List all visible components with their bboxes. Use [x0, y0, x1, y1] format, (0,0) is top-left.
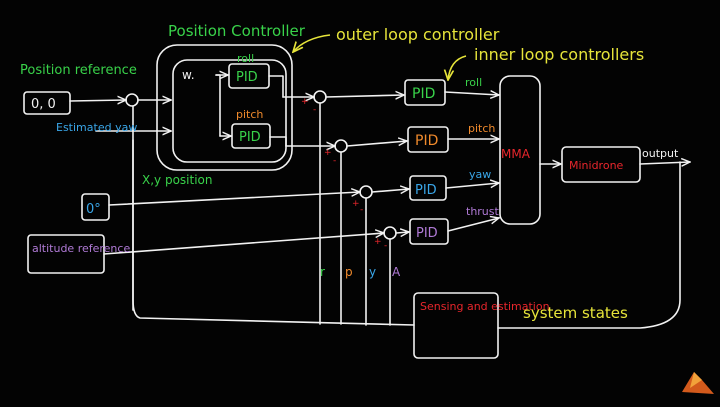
pitch-inner-pid-text: PID	[415, 133, 438, 149]
position-controller-box	[156, 44, 293, 171]
mma-label: MMA	[501, 147, 531, 161]
thrust-signal-label: thrust	[466, 205, 500, 218]
position-reference-label: Position reference	[20, 63, 137, 78]
pitch-sum-junction	[334, 139, 348, 153]
svg-text:-: -	[384, 241, 387, 251]
estimated-yaw-label: Estimated yaw	[56, 121, 137, 134]
xy-position-label: X,y position	[142, 173, 212, 187]
logo-icon	[682, 372, 714, 394]
feedback-letter-a: A	[392, 265, 401, 279]
roll-position-pid-text: PID	[236, 70, 258, 85]
svg-text:-: -	[360, 205, 363, 215]
outer-loop-label: outer loop controller	[336, 25, 500, 44]
svg-text:+: +	[301, 97, 309, 107]
svg-text:+: +	[324, 148, 332, 158]
outer-loop-arrow	[293, 34, 331, 52]
position-controller-inner-box	[172, 59, 287, 163]
yaw-signal-label: yaw	[469, 168, 491, 181]
pitch-position-pid-block	[231, 123, 271, 149]
svg-text:-: -	[333, 156, 336, 166]
output-label: output	[642, 147, 679, 160]
thrust-inner-pid-text: PID	[416, 226, 438, 241]
mma-block	[499, 75, 541, 225]
pitch-signal-label: pitch	[468, 122, 495, 135]
minidrone-label: Minidrone	[569, 159, 624, 172]
pitch-position-label: pitch	[236, 108, 263, 121]
pitch-position-pid-text: PID	[239, 130, 261, 145]
feedback-letter-r: r	[320, 265, 325, 279]
sign-marks: +- +- +- +-	[301, 97, 387, 251]
inner-loop-label: inner loop controllers	[474, 45, 644, 64]
position-sum-junction	[125, 93, 139, 107]
thrust-sum-junction	[383, 226, 397, 240]
position-reference-block	[23, 91, 71, 115]
roll-signal-label: roll	[465, 76, 482, 89]
signal-wires	[69, 75, 690, 329]
yaw-sum-junction	[359, 185, 373, 199]
yaw-inner-pid-text: PID	[415, 183, 437, 198]
svg-text:+: +	[374, 237, 382, 247]
position-reference-value: 0, 0	[31, 97, 56, 112]
yaw-reference-value: 0°	[86, 202, 101, 217]
yaw-reference-block	[81, 193, 110, 221]
svg-text:-: -	[313, 105, 316, 115]
roll-inner-pid-text: PID	[412, 86, 435, 102]
feedback-letter-p: p	[345, 265, 353, 279]
rotation-block-label: w.	[182, 68, 195, 82]
roll-sum-junction	[313, 90, 327, 104]
sensing-estimation-label: Sensing and estimation	[420, 300, 550, 313]
position-controller-title: Position Controller	[168, 22, 306, 40]
roll-position-label: roll	[237, 52, 254, 65]
feedback-letter-y: y	[369, 265, 376, 279]
system-states-label: system states	[523, 304, 628, 322]
svg-text:+: +	[352, 199, 360, 209]
altitude-reference-label: altitude reference	[32, 242, 130, 255]
inner-loop-arrow	[448, 55, 467, 80]
